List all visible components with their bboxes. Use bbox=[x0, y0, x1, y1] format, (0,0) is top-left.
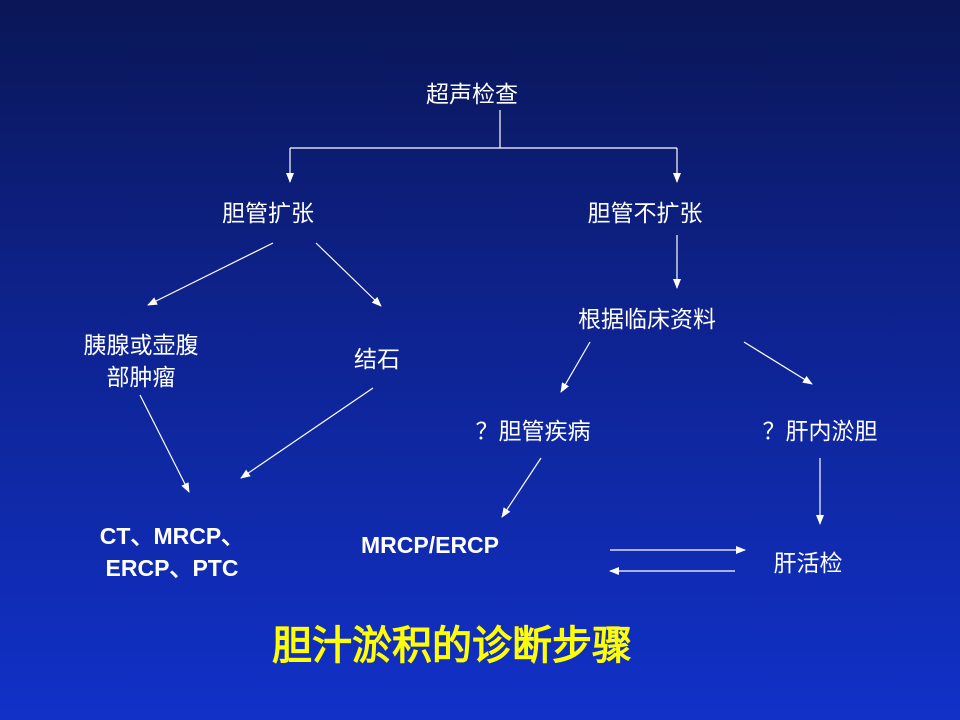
node-imaging-line1: CT、MRCP、 bbox=[99, 523, 245, 549]
node-clinical: 根据临床资料 bbox=[578, 307, 716, 333]
node-not-dilated: 胆管不扩张 bbox=[587, 201, 703, 227]
arrow-tumor-to-imaging bbox=[139, 394, 190, 493]
arrow-to-tumor bbox=[147, 242, 274, 306]
node-stone: 结石 bbox=[354, 347, 400, 373]
node-tumor-line1: 胰腺或壶腹 bbox=[83, 333, 199, 359]
arrow-to-stone bbox=[315, 242, 382, 307]
arrow-to-mrcp bbox=[501, 457, 542, 518]
node-dilated: 胆管扩张 bbox=[222, 201, 314, 227]
node-biopsy: 肝活检 bbox=[773, 551, 843, 577]
node-biliary-disease: ？胆管疾病 bbox=[475, 419, 591, 445]
node-ultrasound: 超声检查 bbox=[426, 82, 518, 108]
connector-root bbox=[290, 110, 677, 149]
arrow-to-intrahepatic bbox=[743, 341, 813, 385]
node-imaging-line2: ERCP、PTC bbox=[105, 555, 239, 581]
node-intrahepatic: ？肝内淤胆 bbox=[762, 419, 878, 445]
slide-title: 胆汁淤积的诊断步骤 bbox=[272, 623, 632, 669]
arrow-to-biliary-disease bbox=[560, 341, 591, 393]
arrow-stone-to-imaging bbox=[240, 387, 374, 479]
node-mrcp-ercp: MRCP/ERCP bbox=[360, 532, 500, 558]
node-tumor-line2: 部肿瘤 bbox=[106, 365, 176, 391]
